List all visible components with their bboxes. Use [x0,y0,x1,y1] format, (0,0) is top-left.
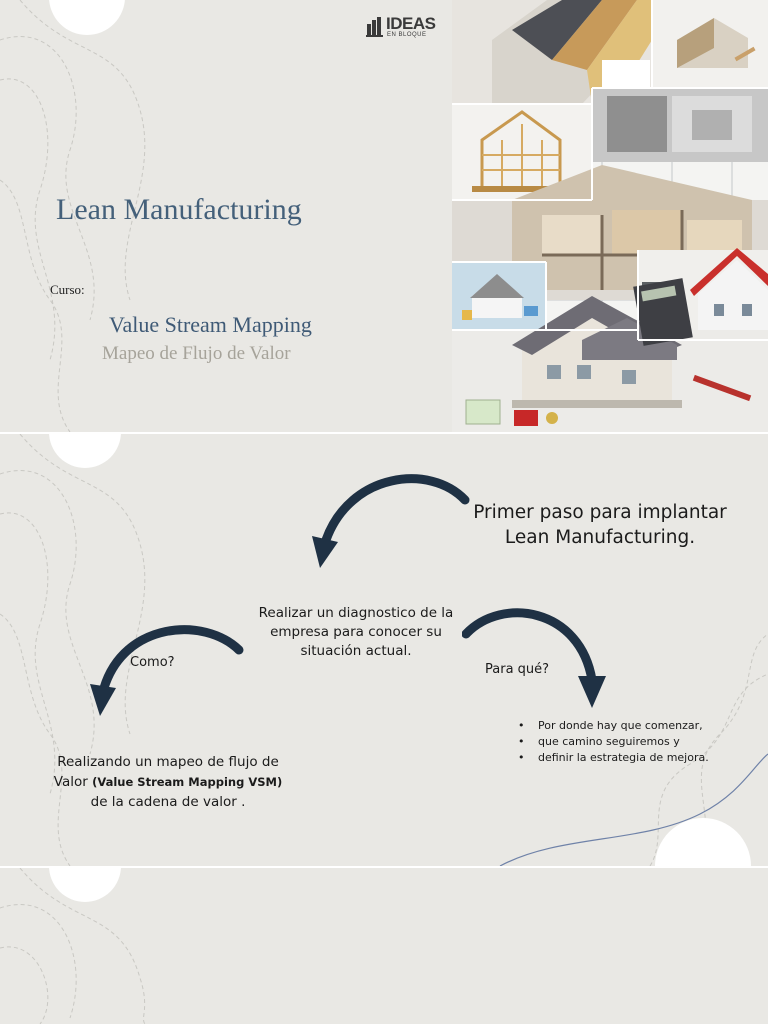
collage-illustration [452,0,768,432]
logo-blocks-icon [366,17,383,37]
slide-title: IDEAS EN BLOQUE Lean Manufacturing Curso… [0,0,768,432]
vsm-answer-text: Realizando un mapeo de flujo de Valor (V… [40,752,296,812]
heading-line: Lean Manufacturing. [504,527,696,548]
slide-partial [0,868,768,1024]
page-title: Lean Manufacturing [56,193,302,226]
course-name: Value Stream Mapping [109,312,312,337]
list-item: que camino seguiremos y [514,734,709,750]
logo-subtext: EN BLOQUE [387,32,427,38]
list-item: definir la estrategia de mejora. [514,750,709,766]
heading-primer-paso: Primer paso para implantar Lean Manufact… [452,500,748,550]
diagnostico-text: Realizar un diagnostico de la empresa pa… [240,604,472,661]
answer-line: Realizando un mapeo de flujo de [57,754,279,770]
como-label: Como? [130,655,175,670]
answer-bold: (Value Stream Mapping VSM) [92,775,283,789]
mejora-bullet-list: Por donde hay que comenzar, que camino s… [514,718,709,766]
answer-prefix: Valor [53,774,93,790]
curved-arrow-down-left-icon [90,625,244,716]
house-collage-image [452,0,768,432]
curved-arrow-down-right-icon [462,608,606,708]
decorative-lines [0,868,146,1024]
diagnostico-line: Realizar un diagnostico de la [258,605,454,621]
curved-arrow-down-left-icon [312,474,470,568]
ideas-en-bloque-logo: IDEAS EN BLOQUE [366,14,446,44]
curso-label: Curso: [50,282,85,297]
slide-diagnostico: Primer paso para implantar Lean Manufact… [0,434,768,866]
heading-line: Primer paso para implantar [473,502,727,523]
diagnostico-line: empresa para conocer su [270,624,442,640]
list-item: Por donde hay que comenzar, [514,718,709,734]
answer-line: de la cadena de valor . [90,794,246,810]
course-subtitle: Mapeo de Flujo de Valor [102,343,291,364]
logo-text: IDEAS [386,14,436,33]
answer-line: Valor (Value Stream Mapping VSM) [40,772,296,792]
para-que-label: Para qué? [485,662,550,677]
diagnostico-line: situación actual. [300,643,412,659]
